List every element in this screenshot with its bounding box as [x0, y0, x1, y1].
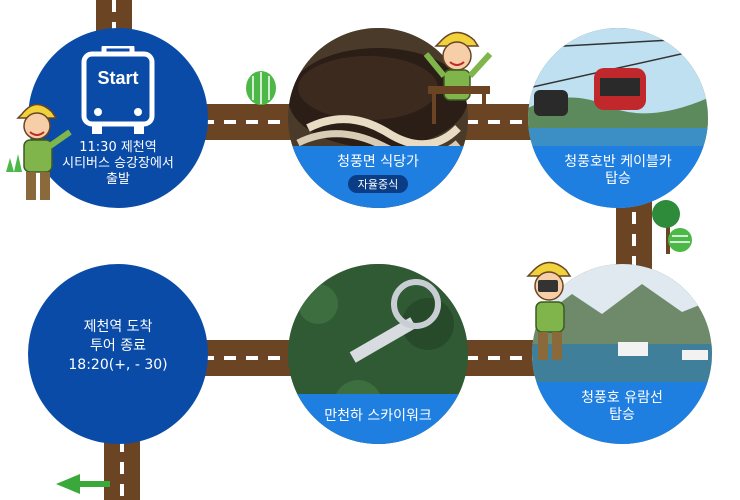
end-line1: 제천역 도착	[83, 319, 153, 335]
road-dash	[632, 190, 636, 290]
arrow-left-icon	[56, 474, 110, 494]
start-line1: 11:30 제천역	[79, 140, 157, 155]
end-line3: 18:20(+, - 30)	[68, 357, 168, 373]
start-line3: 출발	[106, 172, 130, 187]
stop-restaurant-band: 청풍면 식당가 자율중식	[288, 146, 468, 208]
hiker-cheering-illustration	[423, 31, 493, 124]
hiker-camera-illustration	[526, 261, 572, 360]
stop-restaurant-sub: 자율중식	[347, 175, 409, 193]
stop-cruise-title-2: 탑승	[609, 407, 635, 423]
start-time: 11:30 제천역 시티버스 승강장에서 출발	[28, 140, 208, 188]
stop-cablecar-title-1: 청풍호반 케이블카	[564, 154, 672, 170]
start-line2: 시티버스 승강장에서	[62, 156, 174, 171]
road-dash	[112, 0, 116, 40]
stop-restaurant[interactable]: 청풍면 식당가 자율중식	[288, 28, 468, 208]
tree-icon	[652, 200, 692, 254]
hiker-pointing-illustration	[16, 103, 72, 200]
road-dash	[120, 440, 124, 500]
stop-cablecar-title-2: 탑승	[605, 171, 631, 187]
stop-cruise-band: 청풍호 유람선 탑승	[532, 382, 712, 444]
end-text: 제천역 도착 투어 종료 18:20(+, - 30)	[28, 318, 208, 375]
stop-end[interactable]: 제천역 도착 투어 종료 18:20(+, - 30)	[28, 264, 208, 444]
start-badge: Start	[97, 68, 139, 88]
bus-icon	[81, 46, 155, 134]
stop-skywalk[interactable]: 만천하 스카이워크	[288, 264, 468, 444]
stop-skywalk-title: 만천하 스카이워크	[324, 408, 432, 424]
grass-icon	[6, 154, 22, 172]
stop-cruise[interactable]: 청풍호 유람선 탑승	[532, 264, 712, 444]
stop-cablecar[interactable]: 청풍호반 케이블카 탑승	[528, 28, 708, 208]
stop-cablecar-band: 청풍호반 케이블카 탑승	[528, 146, 708, 208]
tree-icon	[246, 71, 276, 114]
stop-restaurant-title: 청풍면 식당가	[337, 154, 419, 170]
stop-cruise-title-1: 청풍호 유람선	[581, 390, 663, 406]
stop-start[interactable]: Start 11:30 제천역 시티버스 승강장에서 출발	[28, 28, 208, 208]
end-line2: 투어 종료	[90, 338, 146, 354]
stop-skywalk-band: 만천하 스카이워크	[288, 394, 468, 444]
